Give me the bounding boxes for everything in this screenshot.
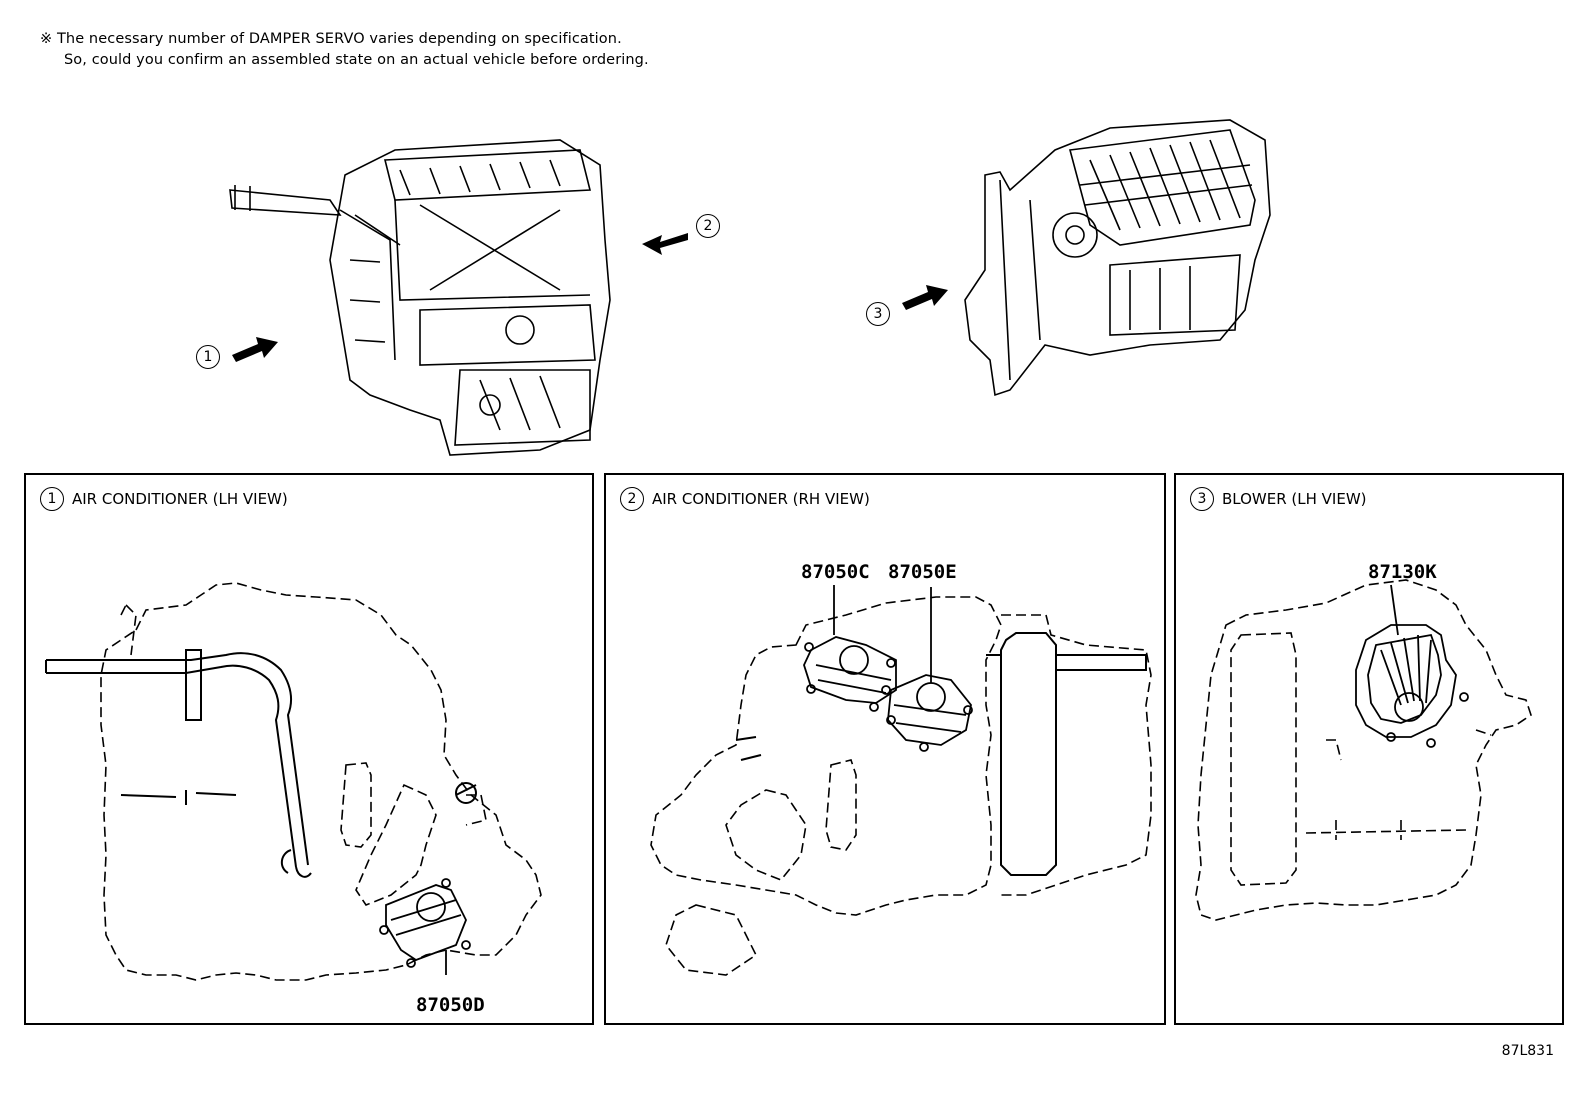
- damper-servo-87050e-icon: [881, 587, 973, 752]
- panel-1-drawing: [45, 582, 542, 981]
- panel-3-title: 3 BLOWER (LH VIEW): [1190, 487, 1367, 511]
- panel-1-title: 1 AIR CONDITIONER (LH VIEW): [40, 487, 288, 511]
- panel-2-title-text: AIR CONDITIONER (RH VIEW): [652, 490, 870, 508]
- note-line-2: So, could you confirm an assembled state…: [64, 52, 649, 68]
- panel-3-drawing: [1195, 579, 1532, 921]
- panel-2-number: 2: [620, 487, 644, 511]
- panel-1-number: 1: [40, 487, 64, 511]
- callout-1: 1: [196, 345, 220, 369]
- callout-3: 3: [866, 302, 890, 326]
- overview-drawings: [229, 119, 1271, 456]
- callout-2: 2: [696, 214, 720, 238]
- part-number-87050d[interactable]: 87050D: [416, 994, 485, 1016]
- callout-2-number: 2: [696, 214, 720, 238]
- arrow-1-icon: [232, 337, 278, 362]
- panel-blower-lh: 3 BLOWER (LH VIEW) 87130K: [1174, 473, 1564, 1025]
- note-line-1: ※ The necessary number of DAMPER SERVO v…: [40, 31, 622, 47]
- part-number-87050c[interactable]: 87050C: [801, 561, 870, 583]
- panel-3-title-text: BLOWER (LH VIEW): [1222, 490, 1367, 508]
- arrow-2-icon: [642, 233, 688, 255]
- panel-air-conditioner-rh: 2 AIR CONDITIONER (RH VIEW): [604, 473, 1166, 1025]
- blower-motor-87130k-icon: [1355, 584, 1469, 748]
- damper-servo-87050c-icon: [803, 585, 897, 712]
- panel-3-number: 3: [1190, 487, 1214, 511]
- callout-3-number: 3: [866, 302, 890, 326]
- panel-2-title: 2 AIR CONDITIONER (RH VIEW): [620, 487, 870, 511]
- diagram-code: 87L831: [1501, 1043, 1554, 1059]
- panel-1-title-text: AIR CONDITIONER (LH VIEW): [72, 490, 288, 508]
- panel-air-conditioner-lh: 1 AIR CONDITIONER (LH VIEW): [24, 473, 594, 1025]
- damper-servo-87050d-icon: [379, 878, 471, 975]
- air-conditioner-unit-illustration: [229, 139, 611, 456]
- blower-unit-illustration: [964, 119, 1271, 397]
- part-number-87050e[interactable]: 87050E: [888, 561, 957, 583]
- arrow-3-icon: [902, 285, 948, 310]
- panel-2-drawing: [650, 585, 1152, 976]
- part-number-87130k[interactable]: 87130K: [1368, 561, 1437, 583]
- callout-1-number: 1: [196, 345, 220, 369]
